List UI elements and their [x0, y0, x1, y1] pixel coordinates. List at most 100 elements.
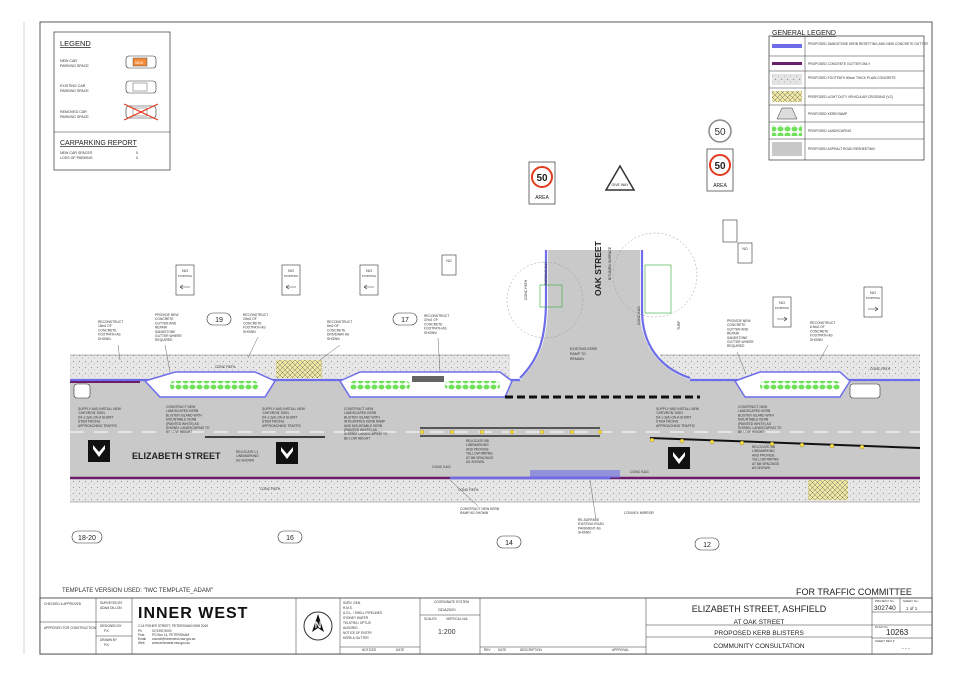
- svg-text:DESIGNED BY: DESIGNED BY: [100, 624, 123, 628]
- svg-text:NO: NO: [779, 300, 785, 305]
- swatch-footpath: [772, 74, 802, 85]
- inner-west-logo: INNER WEST: [138, 605, 248, 622]
- svg-text:CHECKED & APPROVED: CHECKED & APPROVED: [44, 602, 82, 606]
- svg-text:SHEET REV #: SHEET REV #: [875, 639, 895, 643]
- elizabeth-street-label: ELIZABETH STREET: [132, 451, 221, 461]
- svg-text:SHEET No.: SHEET No.: [903, 599, 919, 603]
- svg-text:SYDNEY WATER: SYDNEY WATER: [343, 616, 369, 620]
- svg-text:AREA: AREA: [713, 183, 727, 189]
- parked-car-east: [849, 383, 881, 399]
- svg-text:CONC PATH: CONC PATH: [524, 279, 528, 300]
- svg-text:A.G.L. / SHELL PIPELINES: A.G.L. / SHELL PIPELINES: [343, 611, 382, 615]
- svg-text:CONC K&G: CONC K&G: [432, 465, 451, 469]
- svg-text:TELSTRA / OPTUS: TELSTRA / OPTUS: [343, 621, 371, 625]
- removed-car-icon: REMOVED: [123, 103, 159, 127]
- svg-text:PROPOSED KERB BLISTERS: PROPOSED KERB BLISTERS: [714, 630, 804, 637]
- svg-text:DATE: DATE: [498, 648, 506, 652]
- svg-text:CONC PATH: CONC PATH: [260, 487, 281, 491]
- carparking-report-title: CARPARKING REPORT: [60, 140, 137, 147]
- road-plan: [70, 232, 921, 503]
- svg-text:STOPPING: STOPPING: [775, 306, 789, 310]
- title-block: CHECKED & APPROVED APPROVED FOR CONSTRUC…: [39, 597, 933, 655]
- legend-new-car-label: NEW CAR: [60, 59, 77, 63]
- template-version: TEMPLATE VERSION USED: "IWC TEMPLATE_ADA…: [62, 588, 213, 594]
- svg-text:NO: NO: [182, 268, 188, 273]
- swatch-kerb-ramp: [776, 107, 798, 120]
- svg-text:1:200: 1:200: [438, 629, 456, 636]
- svg-text:GIVE WAY: GIVE WAY: [612, 183, 630, 187]
- svg-text:CONC K&G: CONC K&G: [637, 306, 641, 325]
- svg-text:COORDINATE SYSTEM: COORDINATE SYSTEM: [434, 600, 469, 604]
- svg-text:AT OAK STREET: AT OAK STREET: [734, 619, 785, 626]
- svg-text:PARKING BAY: PARKING BAY: [544, 261, 548, 285]
- general-legend-title: GENERAL LEGEND: [772, 30, 836, 37]
- no-stopping-sign-4: NO STOPPING: [772, 296, 792, 328]
- svg-text:PROPOSED KERB RAMP: PROPOSED KERB RAMP: [808, 112, 848, 116]
- svg-text:NO: NO: [870, 290, 876, 295]
- svg-text:COMMUNITY CONSULTATION: COMMUNITY CONSULTATION: [713, 643, 805, 650]
- swatch-landscaping: [772, 125, 802, 136]
- svg-text:2-14 FISHER STREET, PETERSHAM: 2-14 FISHER STREET, PETERSHAM NSW 2049: [138, 624, 208, 628]
- svg-text:NOTICE OF ENTRY: NOTICE OF ENTRY: [343, 631, 373, 635]
- vehicular-crossing-2: [808, 480, 848, 500]
- give-way-sign: GIVE WAY: [604, 164, 636, 191]
- svg-text:CONVEX MIRROR: CONVEX MIRROR: [624, 511, 654, 515]
- svg-text:DRAWN BY: DRAWN BY: [100, 638, 118, 642]
- legend-panel: LEGEND NEW CAR PARKING SPACE NEW EXISTIN…: [53, 31, 171, 171]
- property-19: 19: [215, 317, 223, 324]
- swatch-concrete-gutter: [772, 62, 802, 65]
- svg-text:REMOVED: REMOVED: [133, 124, 146, 127]
- svg-text:Ph: Ph: [138, 629, 142, 633]
- svg-text:PLAN No.: PLAN No.: [875, 625, 889, 629]
- svg-text:APPROVED FOR CONSTRUCTION: APPROVED FOR CONSTRUCTION: [44, 626, 97, 630]
- svg-text:PROPOSED LIGHT DUTY VEHICULAR: PROPOSED LIGHT DUTY VEHICULAR CROSSING (…: [808, 95, 893, 99]
- svg-text:SUPPLY AND INSTALL NEW'CHEVRON: SUPPLY AND INSTALL NEW'CHEVRON' SIGND4-1…: [656, 407, 700, 428]
- svg-text:REV: REV: [484, 648, 491, 652]
- new-car-icon: NEW: [125, 55, 157, 69]
- speed-sign-area-2: 50 50 AREA: [706, 119, 734, 192]
- svg-text:BITUMEN SURFACE: BITUMEN SURFACE: [608, 246, 612, 280]
- svg-text:NO: NO: [288, 268, 294, 273]
- svg-text:NO: NO: [366, 268, 372, 273]
- svg-text:CONC PATH: CONC PATH: [870, 367, 891, 371]
- svg-text:50: 50: [536, 173, 548, 184]
- plan-number: 10263: [886, 628, 909, 637]
- arrow-right-icon: [868, 306, 879, 312]
- svg-text:www.innerwest.nsw.gov.au: www.innerwest.nsw.gov.au: [152, 641, 190, 645]
- svg-text:PARKING SPACE: PARKING SPACE: [60, 115, 89, 119]
- svg-text:SURV. GEN.: SURV. GEN.: [343, 601, 361, 605]
- swatch-vehicular-crossing: [772, 91, 802, 102]
- chevron-sign-1: [88, 440, 110, 462]
- svg-text:Email: Email: [138, 637, 146, 641]
- no-stopping-sign-2: NO STOPPING: [281, 264, 301, 296]
- speed-sign-area-1: 50 AREA: [528, 161, 556, 205]
- svg-text:SURVEYED BY: SURVEYED BY: [100, 601, 123, 605]
- svg-text:APPROVAL: APPROVAL: [612, 648, 629, 652]
- svg-text:PROPOSED FOOTPATH 80mm THICK P: PROPOSED FOOTPATH 80mm THICK PLAIN CONCR…: [808, 76, 897, 80]
- legend-removed-car-label: REMOVED CAR: [60, 110, 87, 114]
- existing-car-icon: EXISTING: [125, 80, 157, 102]
- svg-text:TURF: TURF: [677, 321, 681, 330]
- svg-text:RAMP TO: RAMP TO: [570, 352, 586, 356]
- svg-text:50: 50: [714, 127, 726, 138]
- svg-text:AREA: AREA: [535, 195, 549, 201]
- svg-text:council@innerwest.nsw.gov.au: council@innerwest.nsw.gov.au: [152, 637, 196, 641]
- svg-text:DATE: DATE: [396, 648, 404, 652]
- svg-text:VERTICAL N/A: VERTICAL N/A: [446, 617, 468, 621]
- arrow-left-icon: [285, 284, 296, 290]
- gl-sandstone-text: PROPOSED SANDSTONE KERB RESETTING AND NE…: [808, 42, 929, 46]
- svg-text:AUSGRID: AUSGRID: [343, 626, 358, 630]
- svg-text:STOPPING: STOPPING: [178, 274, 192, 278]
- svg-text:50: 50: [714, 161, 726, 172]
- svg-text:STOPPING: STOPPING: [362, 274, 376, 278]
- svg-text:SCALES: SCALES: [424, 617, 437, 621]
